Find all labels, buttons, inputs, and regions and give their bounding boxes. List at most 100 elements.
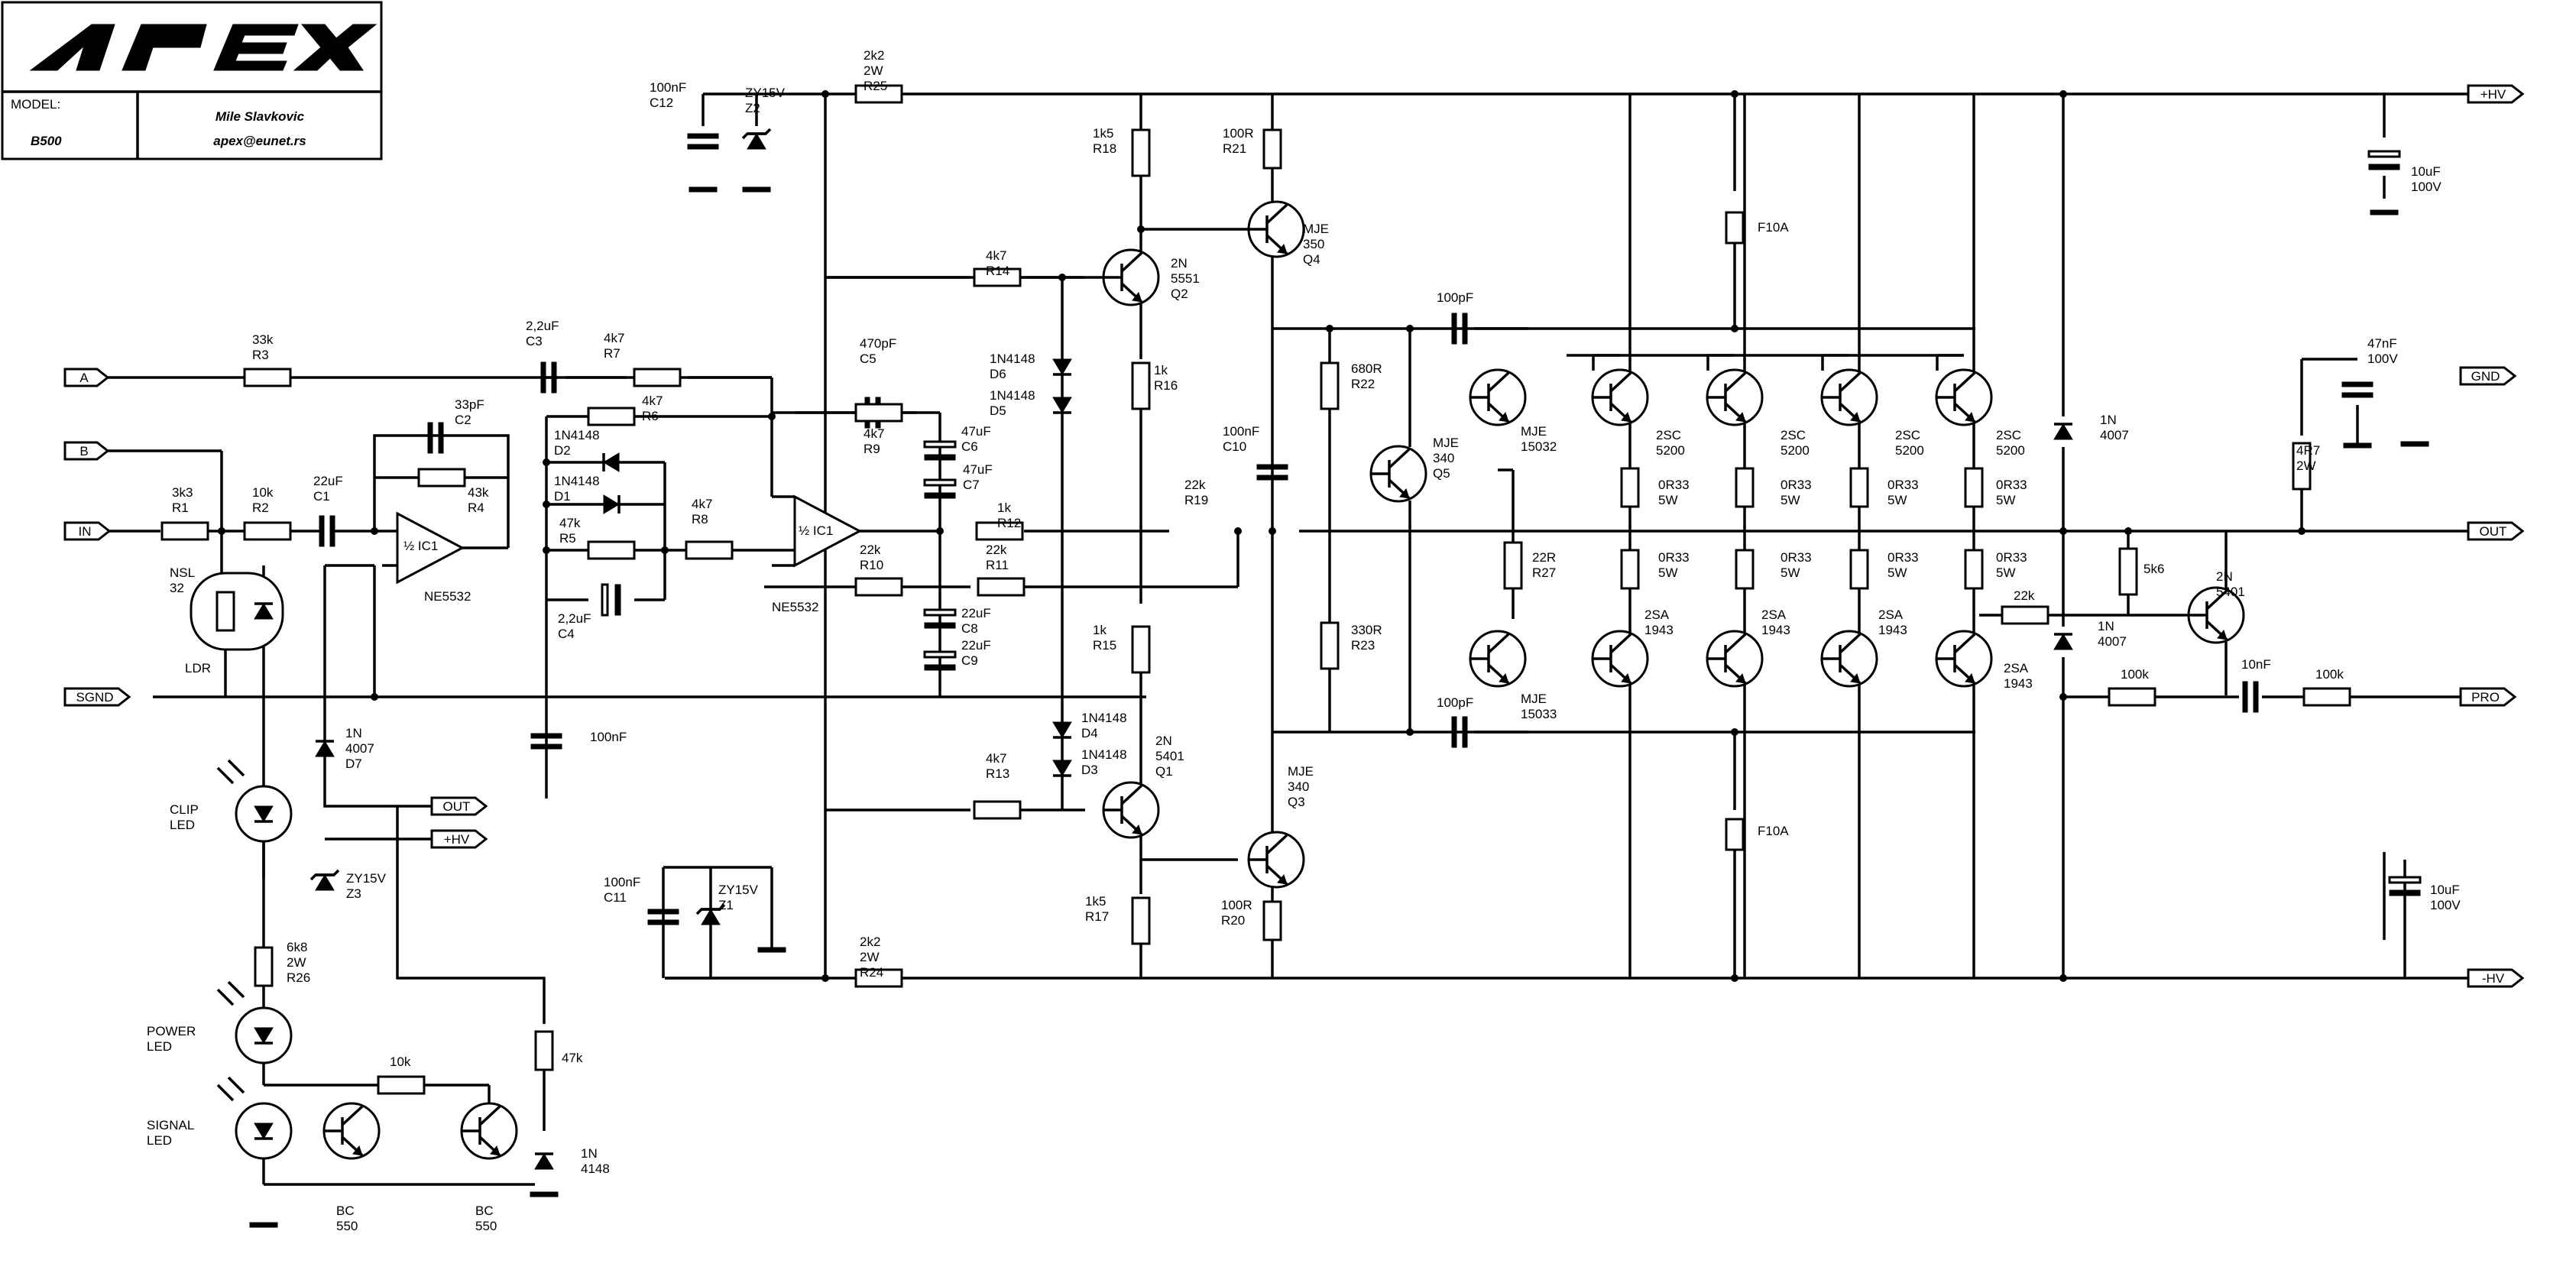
capacitor: [1256, 475, 1288, 481]
junction-dot: [661, 546, 669, 554]
port-gnd-label: GND: [2471, 369, 2500, 384]
junction-dot: [1269, 527, 1276, 535]
transistor: [1499, 411, 1509, 423]
resistor: [243, 521, 292, 541]
electrolytic-capacitor: [923, 608, 957, 617]
transistor: [2217, 629, 2228, 640]
diode: [747, 133, 766, 150]
capacitor: [540, 361, 546, 394]
junction-dot: [2298, 527, 2305, 535]
label-ldr: LDR: [185, 661, 211, 675]
diode: [254, 1027, 274, 1044]
ground-symbol: [530, 1191, 559, 1197]
diode: [1052, 358, 1072, 375]
label-f1: F10A: [1758, 220, 1789, 235]
diode: [2053, 423, 2073, 440]
resistor: [1964, 549, 1984, 590]
label-ic1b_type: NE5532: [772, 600, 818, 614]
op-amp: [396, 511, 465, 585]
junction-dot: [371, 693, 378, 701]
led: [227, 980, 245, 999]
diode: [254, 603, 274, 620]
transistor: [1132, 824, 1142, 835]
transistor: [1965, 672, 1975, 684]
capacitor: [427, 422, 433, 454]
label-c_100n: 100nF: [590, 730, 627, 744]
capacitor: [2253, 681, 2259, 713]
junction-dot: [1137, 225, 1145, 233]
label-c10n: 10nF: [2241, 657, 2271, 672]
led: [227, 759, 245, 777]
port-minus-hv-label: -HV: [2482, 971, 2505, 986]
label-ic1a_type: NE5532: [424, 589, 471, 604]
resistor: [973, 800, 1022, 820]
capacitor: [2341, 381, 2373, 387]
apex-logo: [29, 24, 377, 71]
electrolytic-capacitor: [924, 664, 956, 671]
electrolytic-capacitor: [923, 650, 957, 659]
capacitor: [647, 919, 679, 925]
port-a: [63, 368, 110, 387]
transistor: [1850, 672, 1861, 684]
junction-dot: [821, 974, 829, 982]
resistor: [1131, 625, 1151, 674]
junction-dot: [1731, 90, 1738, 98]
resistor: [215, 591, 235, 632]
diode: [1052, 397, 1072, 413]
resistor: [2302, 687, 2351, 707]
resistor: [2108, 687, 2156, 707]
transistor: [1735, 411, 1746, 423]
ground-symbol: [2400, 441, 2429, 447]
electrolytic-capacitor: [2389, 889, 2421, 896]
resistor: [973, 267, 1022, 287]
resistor: [1262, 900, 1282, 941]
diode: [315, 740, 335, 757]
resistor: [854, 968, 903, 988]
port-b-label: B: [79, 444, 88, 458]
ldr-optocoupler: [190, 572, 284, 651]
port-b: [63, 441, 110, 461]
capacitor: [319, 515, 325, 547]
junction-dot: [543, 458, 550, 466]
resistor: [1262, 128, 1282, 170]
port-out: [2467, 521, 2525, 541]
label-r47k_led: 47k: [562, 1051, 583, 1065]
transistor: [1277, 873, 1288, 885]
resistor: [1735, 549, 1755, 590]
